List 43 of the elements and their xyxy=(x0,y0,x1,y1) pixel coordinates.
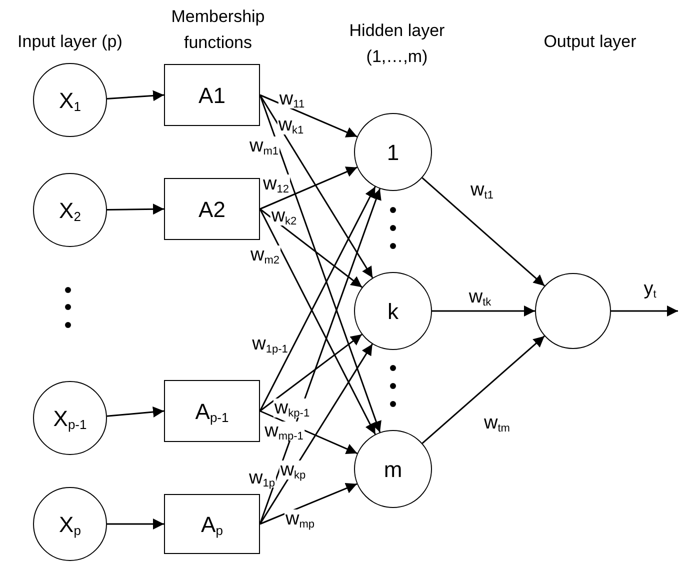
arrow xyxy=(107,518,164,530)
node-label: A1 xyxy=(198,82,226,110)
arrow xyxy=(260,208,363,288)
arrow xyxy=(106,90,164,102)
node-label: 1 xyxy=(386,138,400,166)
membership-box xyxy=(164,64,260,126)
arrow xyxy=(259,94,374,278)
node-label: k xyxy=(388,298,398,326)
arrow xyxy=(611,306,678,316)
node-label: X$_{p-1}$ xyxy=(53,404,87,434)
weight-label: w$_{kp}$ xyxy=(279,460,307,480)
membership-box xyxy=(164,178,260,240)
weight-label: w$_{m2}$ xyxy=(250,246,280,264)
node-label: X$_{2}$ xyxy=(59,196,81,226)
arrow xyxy=(432,306,535,316)
node-label: A$_{p}$ xyxy=(201,510,223,540)
membership-box xyxy=(164,380,260,442)
layer-title: Input layer (p) xyxy=(16,31,124,53)
membership-box xyxy=(164,494,260,554)
arrow xyxy=(259,208,376,435)
layer-title: Membership functions xyxy=(170,6,266,54)
node-label: A$_{p-1}$ xyxy=(195,398,229,427)
node-label: A2 xyxy=(198,196,226,224)
weight-label: w$_{mp-1}$ xyxy=(264,422,304,440)
arrow xyxy=(106,204,164,215)
node-label: m xyxy=(384,456,402,484)
arrow xyxy=(259,344,373,524)
arrow xyxy=(422,177,546,286)
node-label: X$_{p}$ xyxy=(59,510,81,540)
arrow xyxy=(260,166,358,210)
arrow xyxy=(260,483,358,525)
weight-label: w$_{12}$ xyxy=(262,174,290,194)
arrow xyxy=(259,186,376,412)
arrow xyxy=(260,94,358,138)
weight-label: w$_{m1}$ xyxy=(248,136,280,156)
arrow xyxy=(260,334,362,412)
weight-label: w$_{kp-1}$ xyxy=(273,398,311,418)
arrow xyxy=(422,336,545,444)
layer-title: Hidden layer (1,…,m) xyxy=(348,20,446,68)
layer-title: Output layer xyxy=(542,31,638,53)
arrow xyxy=(106,406,164,418)
node-label: X$_{1}$ xyxy=(59,86,81,116)
weight-label: w$_{mp}$ xyxy=(284,510,316,528)
